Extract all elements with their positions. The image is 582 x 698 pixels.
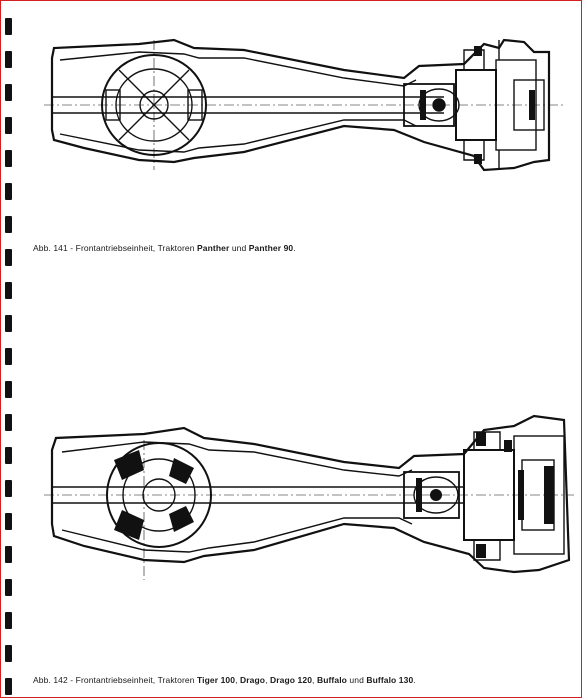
binding-hole — [5, 579, 12, 596]
binding-hole — [5, 315, 12, 332]
model-name: Tiger 100 — [197, 675, 236, 685]
binding-hole — [5, 150, 12, 167]
caption-text: . — [293, 243, 296, 253]
binding-hole — [5, 183, 12, 200]
binding-hole — [5, 612, 12, 629]
binding-hole — [5, 678, 12, 695]
figure-141-caption: Abb. 141 - Frontantriebseinheit, Traktor… — [33, 243, 296, 253]
figure-141-drawing — [44, 38, 564, 172]
caption-text: , — [312, 675, 317, 685]
binding-hole — [5, 282, 12, 299]
binding-hole — [5, 414, 12, 431]
caption-text: und — [229, 243, 249, 253]
binding-hole — [5, 216, 12, 233]
caption-text: , — [265, 675, 271, 685]
caption-text: . — [413, 675, 416, 685]
binding-hole — [5, 381, 12, 398]
binding-hole — [5, 645, 12, 662]
model-name: Panther 90 — [248, 243, 294, 253]
binding-hole — [5, 84, 12, 101]
caption-text: , — [235, 675, 241, 685]
spiral-binding — [5, 0, 17, 698]
binding-hole — [5, 480, 12, 497]
model-name: Buffalo 130 — [366, 675, 414, 685]
binding-hole — [5, 513, 12, 530]
binding-hole — [5, 447, 12, 464]
binding-hole — [5, 117, 12, 134]
figure-142-drawing — [44, 414, 574, 580]
binding-hole — [5, 348, 12, 365]
model-name: Buffalo — [316, 675, 347, 685]
model-name: Panther — [197, 243, 230, 253]
model-name: Drago 120 — [270, 675, 313, 685]
caption-text: und — [346, 675, 367, 685]
model-name: Drago — [240, 675, 266, 685]
caption-text: Abb. 142 - Frontantriebseinheit, Traktor… — [33, 675, 197, 685]
binding-hole — [5, 546, 12, 563]
binding-hole — [5, 249, 12, 266]
figure-142-caption: Abb. 142 - Frontantriebseinheit, Traktor… — [33, 675, 416, 685]
caption-text: Abb. 141 - Frontantriebseinheit, Traktor… — [33, 243, 197, 253]
binding-hole — [5, 18, 12, 35]
binding-hole — [5, 51, 12, 68]
